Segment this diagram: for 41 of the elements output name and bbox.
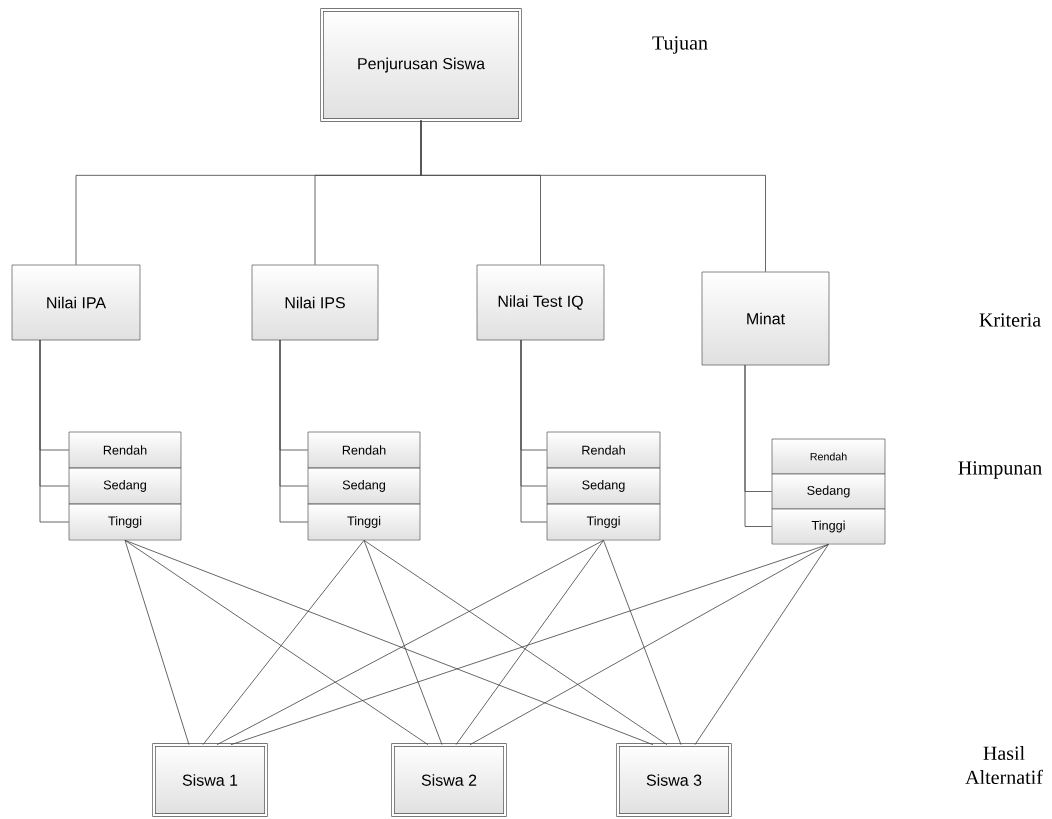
connector-line (124, 539, 429, 746)
category-box: Sedang (307, 467, 421, 505)
connector-line (603, 539, 682, 746)
category-box: Tinggi (68, 503, 182, 541)
connector-line (455, 539, 604, 746)
connector-line (124, 539, 190, 746)
criteria-box: Nilai IPA (11, 264, 141, 341)
category-box: Rendah (771, 438, 886, 475)
connector-line (520, 339, 548, 523)
category-box: Sedang (771, 473, 886, 510)
category-box: Sedang (546, 467, 661, 505)
level-label: Himpunan (958, 461, 1042, 479)
criteria-box: Nilai IPS (251, 264, 379, 341)
connector-line (279, 339, 309, 523)
alternative-box: Siswa 2 (391, 743, 507, 817)
category-box: Rendah (307, 431, 421, 469)
level-label: Kriteria (979, 313, 1041, 327)
connector-line (694, 543, 829, 746)
criteria-box: Nilai Test IQ (476, 264, 605, 341)
criteria-box: Minat (701, 271, 830, 366)
goal-box: Penjurusan Siswa (320, 8, 522, 122)
connector-line (744, 364, 773, 527)
category-box: Sedang (68, 467, 182, 505)
level-label: Tujuan (652, 36, 708, 54)
alternative-box: Siswa 1 (152, 743, 268, 817)
connector-line (469, 543, 829, 746)
category-box: Rendah (546, 431, 661, 469)
level-label: Hasil Alternatif (965, 746, 1043, 785)
connector-line (363, 539, 443, 746)
connector-line (363, 539, 668, 746)
connector-line (39, 339, 70, 523)
alternative-box: Siswa 3 (616, 743, 732, 817)
connector-line (230, 543, 829, 746)
category-box: Tinggi (546, 503, 661, 541)
category-box: Tinggi (771, 508, 886, 545)
category-box: Tinggi (307, 503, 421, 541)
connector-line (216, 539, 604, 746)
category-box: Rendah (68, 431, 182, 469)
connector-line (202, 539, 365, 746)
connector-line (124, 539, 654, 746)
connector-line (420, 119, 766, 273)
